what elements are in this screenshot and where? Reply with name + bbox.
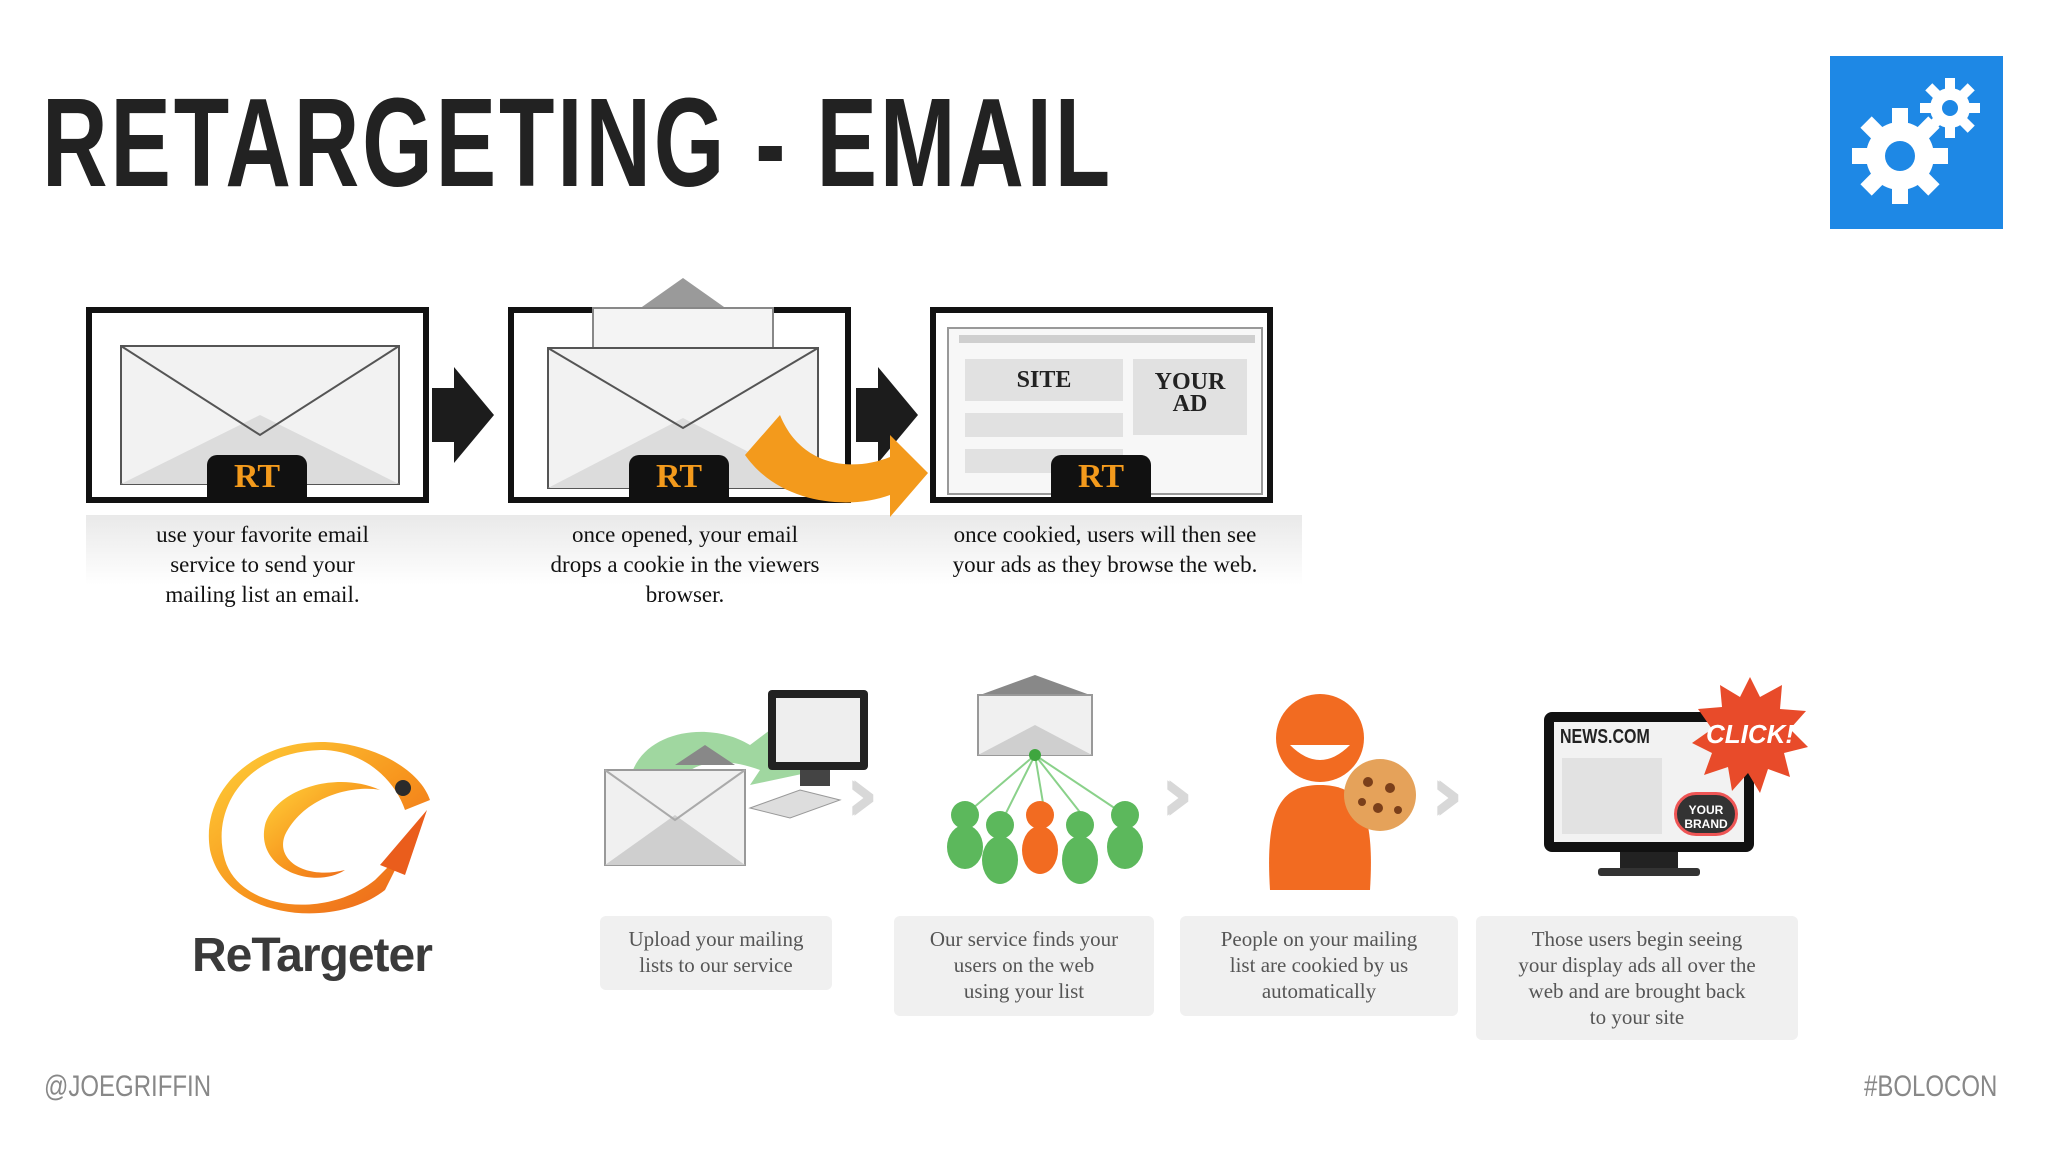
caption-strip (86, 515, 1302, 615)
site-label: SITE (965, 359, 1123, 401)
bottom-caption-2: Our service finds your users on the web … (894, 916, 1154, 1016)
your-ad-box: YOUR AD (1133, 359, 1247, 435)
bottom-caption-3: People on your mailing list are cookied … (1180, 916, 1458, 1016)
open-envelope-icon: email (547, 278, 819, 489)
step-panel-email-open: email RT (508, 278, 851, 503)
arrow-right-icon (432, 388, 454, 442)
monitor-stand (1620, 852, 1678, 870)
chevron-right-icon: ›› (1160, 750, 1197, 840)
footer-hashtag: #BOLOCON (1864, 1070, 1998, 1103)
slide-title: RETARGETING - EMAIL (42, 72, 1114, 213)
chevron-right-icon: ›› (845, 750, 882, 840)
find-users-illustration-icon (947, 675, 1143, 884)
monitor-icon: NEWS.COM YOUR BRAND (1544, 712, 1754, 852)
arrow-right-icon (856, 388, 878, 442)
your-brand-badge: YOUR BRAND (1674, 792, 1738, 836)
step-panel-browse: SITE YOUR AD RT (930, 307, 1273, 503)
cookied-person-icon (1269, 694, 1416, 890)
chevron-right-icon: ›› (1430, 750, 1467, 840)
bottom-caption-4: Those users begin seeing your display ad… (1476, 916, 1798, 1040)
rt-tab: RT (207, 455, 307, 499)
step-caption-1: use your favorite email service to send … (156, 522, 369, 607)
click-label: CLICK! (1706, 719, 1794, 749)
step-caption-3: once cookied, users will then see your a… (952, 522, 1258, 577)
monitor-base (1598, 868, 1700, 876)
footer-handle: @JOEGRIFFIN (44, 1070, 212, 1103)
step-panel-email-send: RT (86, 307, 429, 503)
orange-arrow-icon (745, 415, 928, 517)
click-burst-icon: CLICK! (1692, 677, 1808, 793)
step-caption-2: once opened, your email drops a cookie i… (550, 522, 820, 607)
retargeter-logo-icon (208, 741, 430, 914)
upload-illustration-icon (604, 690, 868, 866)
brand-name: ReTargeter (192, 929, 433, 982)
gear-icon (1830, 56, 2003, 229)
rt-tab: RT (629, 455, 729, 499)
bottom-caption-1: Upload your mailing lists to our service (600, 916, 832, 990)
rt-tab: RT (1051, 455, 1151, 499)
arrow-right-icon (454, 367, 494, 463)
news-site-label: NEWS.COM (1560, 726, 1650, 748)
